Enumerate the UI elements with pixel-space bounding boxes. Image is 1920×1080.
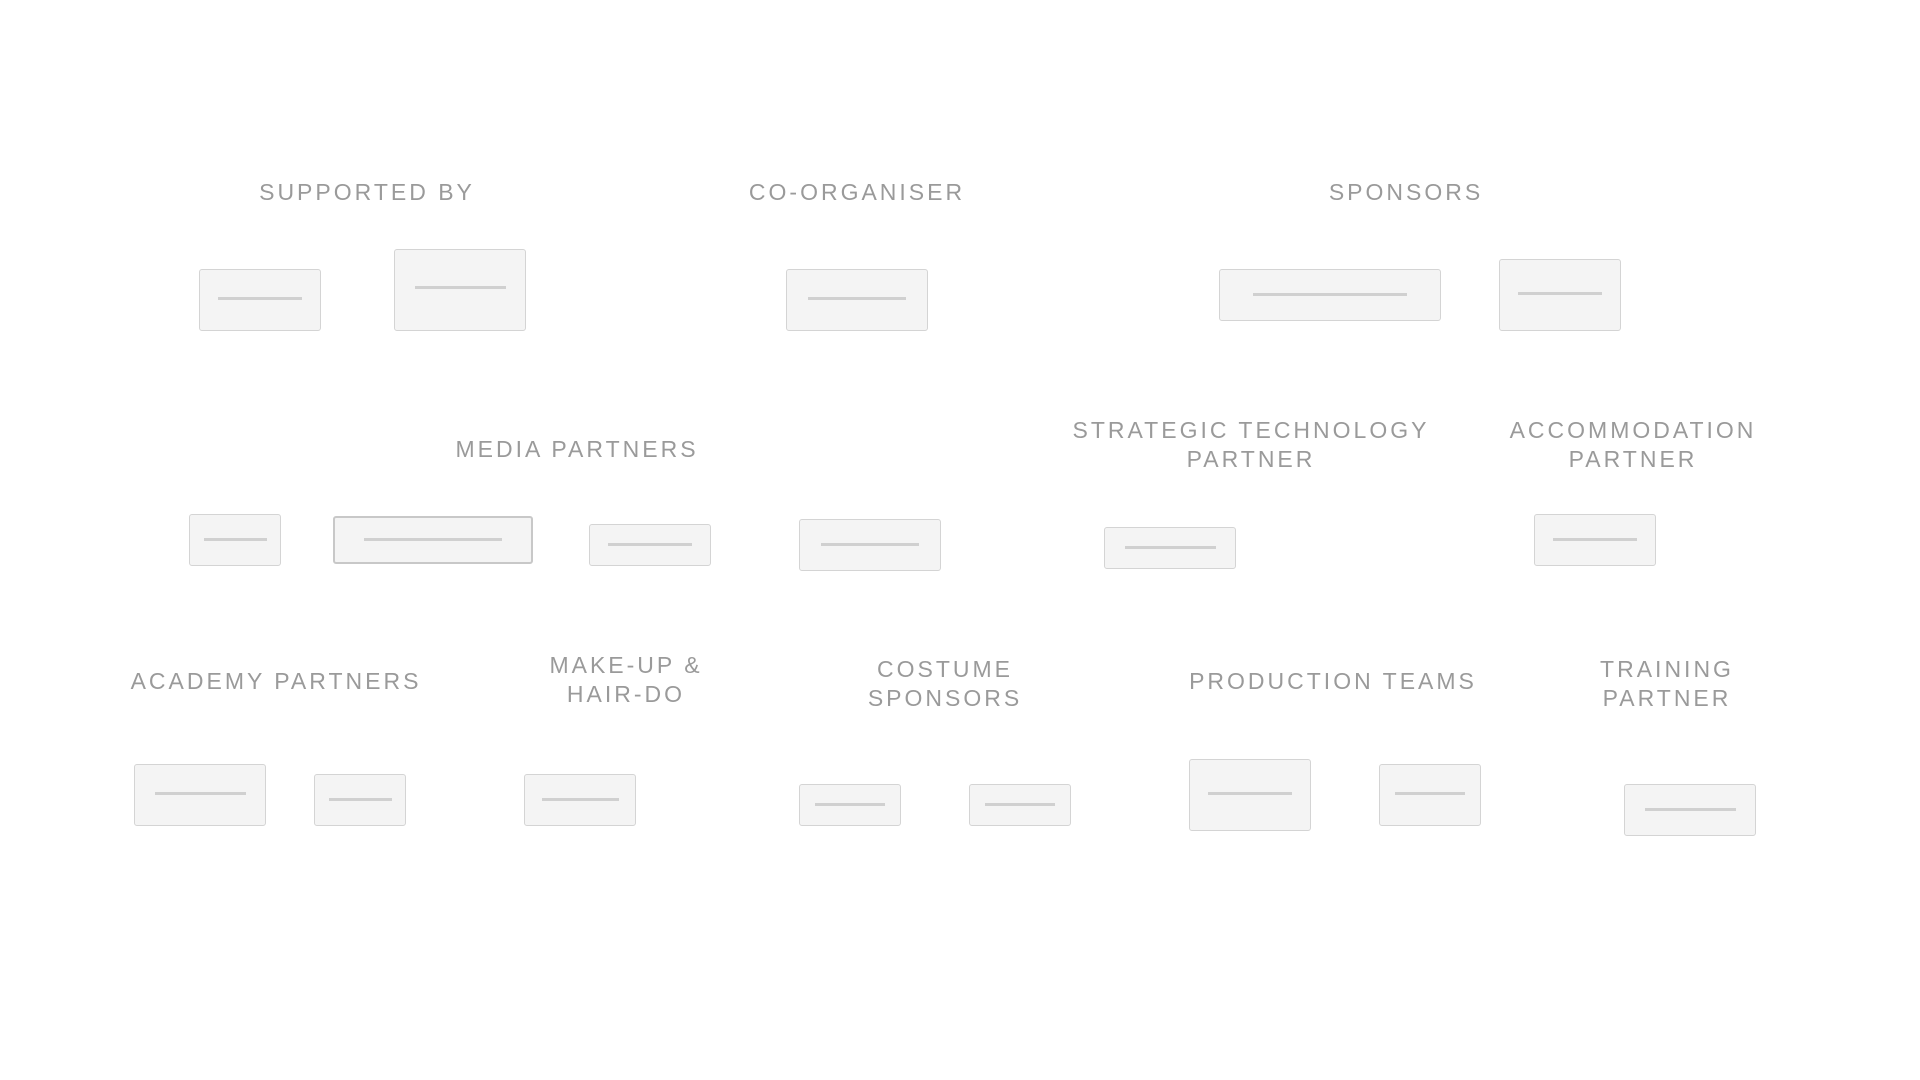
training-partner-logo[interactable]: [1624, 784, 1756, 836]
heading-line: PARTNER: [1602, 685, 1732, 711]
heading-line: STRATEGIC TECHNOLOGY: [1072, 417, 1430, 443]
heading-line: MAKE-UP &: [549, 652, 703, 678]
media-partner-logo[interactable]: [333, 516, 533, 564]
academy-partner-logo[interactable]: [314, 774, 406, 826]
heading-production-teams: PRODUCTION TEAMS: [1189, 668, 1477, 694]
heading-line: SPONSORS: [867, 685, 1023, 711]
co-organiser-logo[interactable]: [786, 269, 928, 331]
heading-line: PARTNER: [1568, 446, 1698, 472]
heading-line: PARTNER: [1186, 446, 1316, 472]
heading-strategic-technology-partner: STRATEGIC TECHNOLOGY PARTNER: [1073, 416, 1430, 474]
heading-academy-partners: ACADEMY PARTNERS: [130, 668, 422, 694]
heading-sponsors: SPONSORS: [1328, 179, 1484, 205]
heading-makeup-hairdo: MAKE-UP & HAIR-DO: [549, 651, 702, 709]
makeup-partner-logo[interactable]: [524, 774, 636, 826]
accommodation-partner-logo[interactable]: [1534, 514, 1656, 566]
technology-partner-logo[interactable]: [1104, 527, 1236, 569]
supporter-logo[interactable]: [199, 269, 321, 331]
sponsor-logo[interactable]: [1499, 259, 1621, 331]
media-partner-logo[interactable]: [799, 519, 941, 571]
heading-line: COSTUME: [877, 656, 1013, 682]
production-team-logo[interactable]: [1189, 759, 1311, 831]
media-partner-logo[interactable]: [589, 524, 711, 566]
sponsor-logo[interactable]: [1219, 269, 1441, 321]
costume-sponsor-logo[interactable]: [969, 784, 1071, 826]
heading-costume-sponsors: COSTUME SPONSORS: [868, 655, 1022, 713]
heading-co-organiser: CO-ORGANISER: [748, 179, 966, 205]
costume-sponsor-logo[interactable]: [799, 784, 901, 826]
heading-line: TRAINING: [1600, 656, 1734, 682]
heading-accommodation-partner: ACCOMMODATION PARTNER: [1510, 416, 1757, 474]
supporter-logo[interactable]: [394, 249, 526, 331]
media-partner-logo[interactable]: [189, 514, 281, 566]
heading-media-partners: MEDIA PARTNERS: [455, 436, 699, 462]
heading-training-partner: TRAINING PARTNER: [1600, 655, 1734, 713]
production-team-logo[interactable]: [1379, 764, 1481, 826]
heading-line: HAIR-DO: [566, 681, 686, 707]
academy-partner-logo[interactable]: [134, 764, 266, 826]
heading-line: ACCOMMODATION: [1509, 417, 1757, 443]
heading-supported-by: SUPPORTED BY: [259, 179, 475, 205]
